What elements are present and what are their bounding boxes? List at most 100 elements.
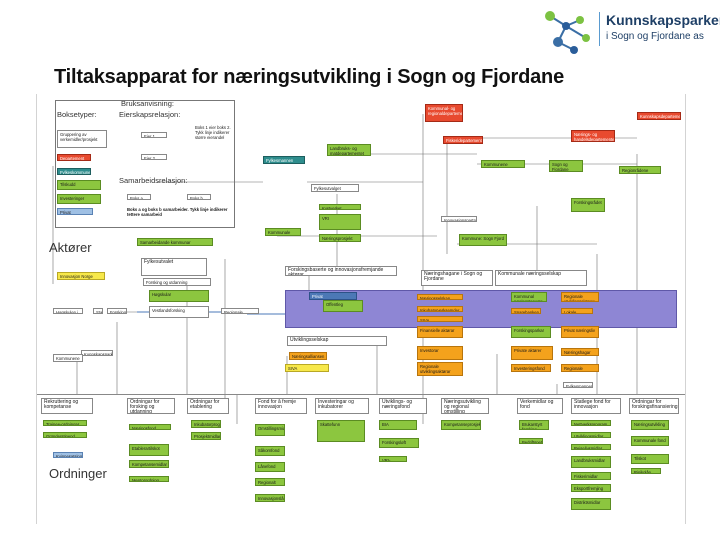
- actor-lokale-bankar: Lokale bankar: [561, 308, 593, 314]
- actor-investering: Investeringsfond: [511, 364, 551, 372]
- actor-regional-utvikling: Regionale utviklingsaktørar: [417, 362, 463, 376]
- node-fylkesutvalget: Fylkesutvalget: [311, 184, 359, 192]
- legend-owner-note: Boks 1 eier boks 2. Tykk linje indikerer…: [195, 125, 231, 140]
- node-samarbeidande: Samarbeidande kommunar: [137, 238, 213, 246]
- ord-item: Innovasjonslån: [255, 494, 285, 502]
- logo-name: Kunnskapsparken: [606, 12, 720, 28]
- ordninger-heading: Ordninger: [49, 466, 107, 481]
- page-title: Tiltaksapparat for næringsutvikling i So…: [54, 66, 565, 88]
- ord-col-7: Næringsutvikling og regional omstilling: [441, 398, 489, 414]
- node-fiskeridep: Fiskeridepartementet: [443, 136, 483, 144]
- node-kunnskapsdep: Kunnskapsdepartementet: [637, 112, 681, 120]
- ord-item: Distriktsmidlar: [571, 498, 611, 510]
- legend-ownership-heading: Eierskapsrelasjon:: [119, 110, 181, 119]
- ord-item: Trainee-ordningar: [43, 420, 87, 426]
- ord-col-6: Utviklings- og næringsfond: [379, 398, 427, 414]
- legend-box-investment: Investeringer: [57, 194, 101, 204]
- ord-item: Fiskerimidlar: [571, 472, 611, 480]
- node-landbruksdep: Landbruks- og matdepartementet: [327, 144, 371, 156]
- actor-finansielle: Finansielle aktørar: [417, 326, 463, 338]
- legend-box-grant: Tilskudd: [57, 180, 101, 190]
- actor-landbruk: Fylkesmannens landbruksavdeling: [563, 382, 593, 388]
- ord-col-3: Ordningar for etablering: [187, 398, 229, 414]
- actor-privat-naeringsliv: Privat næringsliv: [561, 326, 599, 338]
- ord-item: Reiselivsmidlar: [571, 444, 611, 450]
- header-kommunale-selskap: Kommunale næringsselskap: [495, 270, 587, 286]
- node-fylkesmannen: Fylkesmannen: [263, 156, 305, 164]
- legend-cooperation-heading: Samarbeidsrelasjon:: [119, 176, 188, 185]
- ord-item: Kompetanseprosjekt: [441, 420, 481, 430]
- ord-col-9: Statlege fond for innovasjon: [571, 398, 621, 414]
- ord-item: VRI-prosjekt: [379, 456, 407, 462]
- actor-forskingsparkar: Forskingsparkar: [511, 326, 551, 338]
- ord-item: Kvinnesatsing: [53, 452, 83, 458]
- legend-coop-b: Boks b: [187, 194, 211, 200]
- actor-privat: Privat: [309, 292, 357, 300]
- legend-box-department: Departement: [57, 154, 91, 161]
- actor-kommunal-naering: Kommunal næringsteneste: [511, 292, 547, 302]
- ord-item: Omstillingsmidlar: [255, 424, 285, 436]
- actor-forskingsstiftelsen: Forskingsstiftelsen: [107, 308, 127, 314]
- actor-statleg: Statlege organ: [93, 308, 103, 314]
- actor-kommunane: Kommunene: [53, 354, 83, 362]
- ord-col-8: Verkemidlar og fond: [517, 398, 563, 414]
- ord-item: Etablerartilskot: [129, 444, 169, 456]
- actor-private-aktorar: Private aktører: [511, 346, 553, 360]
- legend-owner-1: Eier 1: [141, 132, 167, 138]
- legend-box-types-heading: Boksetyper:: [57, 110, 97, 119]
- node-kystverket: Kystverket: [319, 204, 361, 210]
- node-kommunale-fond: Kommunale næringsfond: [265, 228, 301, 236]
- logo-subtitle: i Sogn og Fjordane as: [606, 31, 704, 42]
- node-naeringsdep: Nærings- og handelsdepartementet: [571, 130, 615, 142]
- diagram-board: Bruksanvisning: Boksetyper: Eierskapsrel…: [36, 94, 686, 524]
- ord-item: Forskingsløft: [379, 438, 419, 448]
- actor-inkubatorverksemder: Utviklingsselskap: [287, 336, 387, 346]
- ord-item: Såkornfond: [255, 446, 285, 456]
- actor-hogskular: Høgskular: [149, 290, 209, 302]
- ord-col-5: Investeringar og inkubatorer: [315, 398, 369, 414]
- actor-naeringsselskap: Næringsselskap: [417, 294, 463, 300]
- actor-inkubator: Inkubatorverksemder: [417, 306, 463, 312]
- actor-offentleg: Offentleg: [323, 300, 363, 312]
- actor-forsking-utdanning: Forsking og utdanning: [143, 278, 211, 286]
- legend-coop-a: Boks a: [127, 194, 151, 200]
- legend-owner-2: Eier 2: [141, 154, 167, 160]
- actor-siva: SIVA: [417, 316, 463, 322]
- ord-item: Regionalt fond: [255, 478, 285, 486]
- ord-item: Prosjektmidlar: [191, 432, 221, 440]
- ord-item: Kompetansemidlar: [129, 460, 169, 468]
- ord-item: Nettverksprogram: [571, 420, 611, 426]
- node-sogn-fjord: Kommune: Sogn Fjord: [459, 234, 507, 246]
- legend-box-county: Fylkeskommune: [57, 168, 91, 175]
- actor-kunnskapsparken: Kunnskapsparken: [81, 350, 113, 356]
- node-innovasjon-norge: Innovasjon Norge: [57, 272, 105, 280]
- ord-item: Kommunale fond: [631, 436, 669, 446]
- header-forskingsbaserte: Forskingsbaserte og innovasjonsfremjande…: [285, 266, 397, 276]
- actor-investorar: Investorar: [417, 346, 463, 360]
- ord-item: Utviklingsmidlar: [571, 432, 611, 438]
- ord-item: Brukarstyrt forsking: [519, 420, 549, 430]
- ord-item: Mentorordning: [129, 476, 169, 482]
- legend-box-grouping: Gruppering av verkemidler/prosjekt: [57, 130, 107, 148]
- ord-item: Landbruksmidlar: [571, 456, 611, 468]
- legend-box-private: Privat: [57, 208, 93, 215]
- node-innovasjonspartnerskap: Innovasjonspartnerskap: [441, 216, 477, 222]
- ord-col-2: Ordningar for forsking og utdanning: [127, 398, 175, 414]
- ord-item: Skattefunn: [317, 420, 365, 442]
- ord-item: Inkubatorprogram: [191, 420, 221, 428]
- ord-item: Risikolån: [631, 468, 661, 474]
- legend-heading: Bruksanvisning:: [121, 99, 174, 108]
- actors-heading: Aktører: [49, 240, 92, 255]
- node-naeringsprosjekt: Næringsprosjekt: [319, 234, 361, 242]
- ordninger-separator: [37, 394, 685, 395]
- node-vri: VRI: [319, 214, 361, 230]
- legend-coop-note: Boks a og boks b samarbeider. Tykk linje…: [127, 207, 228, 217]
- header-naeringshagane: Næringshagane i Sogn og Fjordane: [421, 270, 493, 286]
- actor-forskingsinstitutt: Regionale forskingsinstitutt: [221, 308, 259, 314]
- actor-regionale-utv: Regionale utviklingsaktørar: [561, 292, 599, 302]
- actor-regionale-fond: Regionale forskingsfond: [561, 364, 599, 372]
- legend-frame: [55, 100, 235, 228]
- ord-item: Eksportfremjing: [571, 484, 611, 492]
- ord-item: Næringsfond: [129, 424, 171, 430]
- ord-item: BIA: [379, 420, 417, 430]
